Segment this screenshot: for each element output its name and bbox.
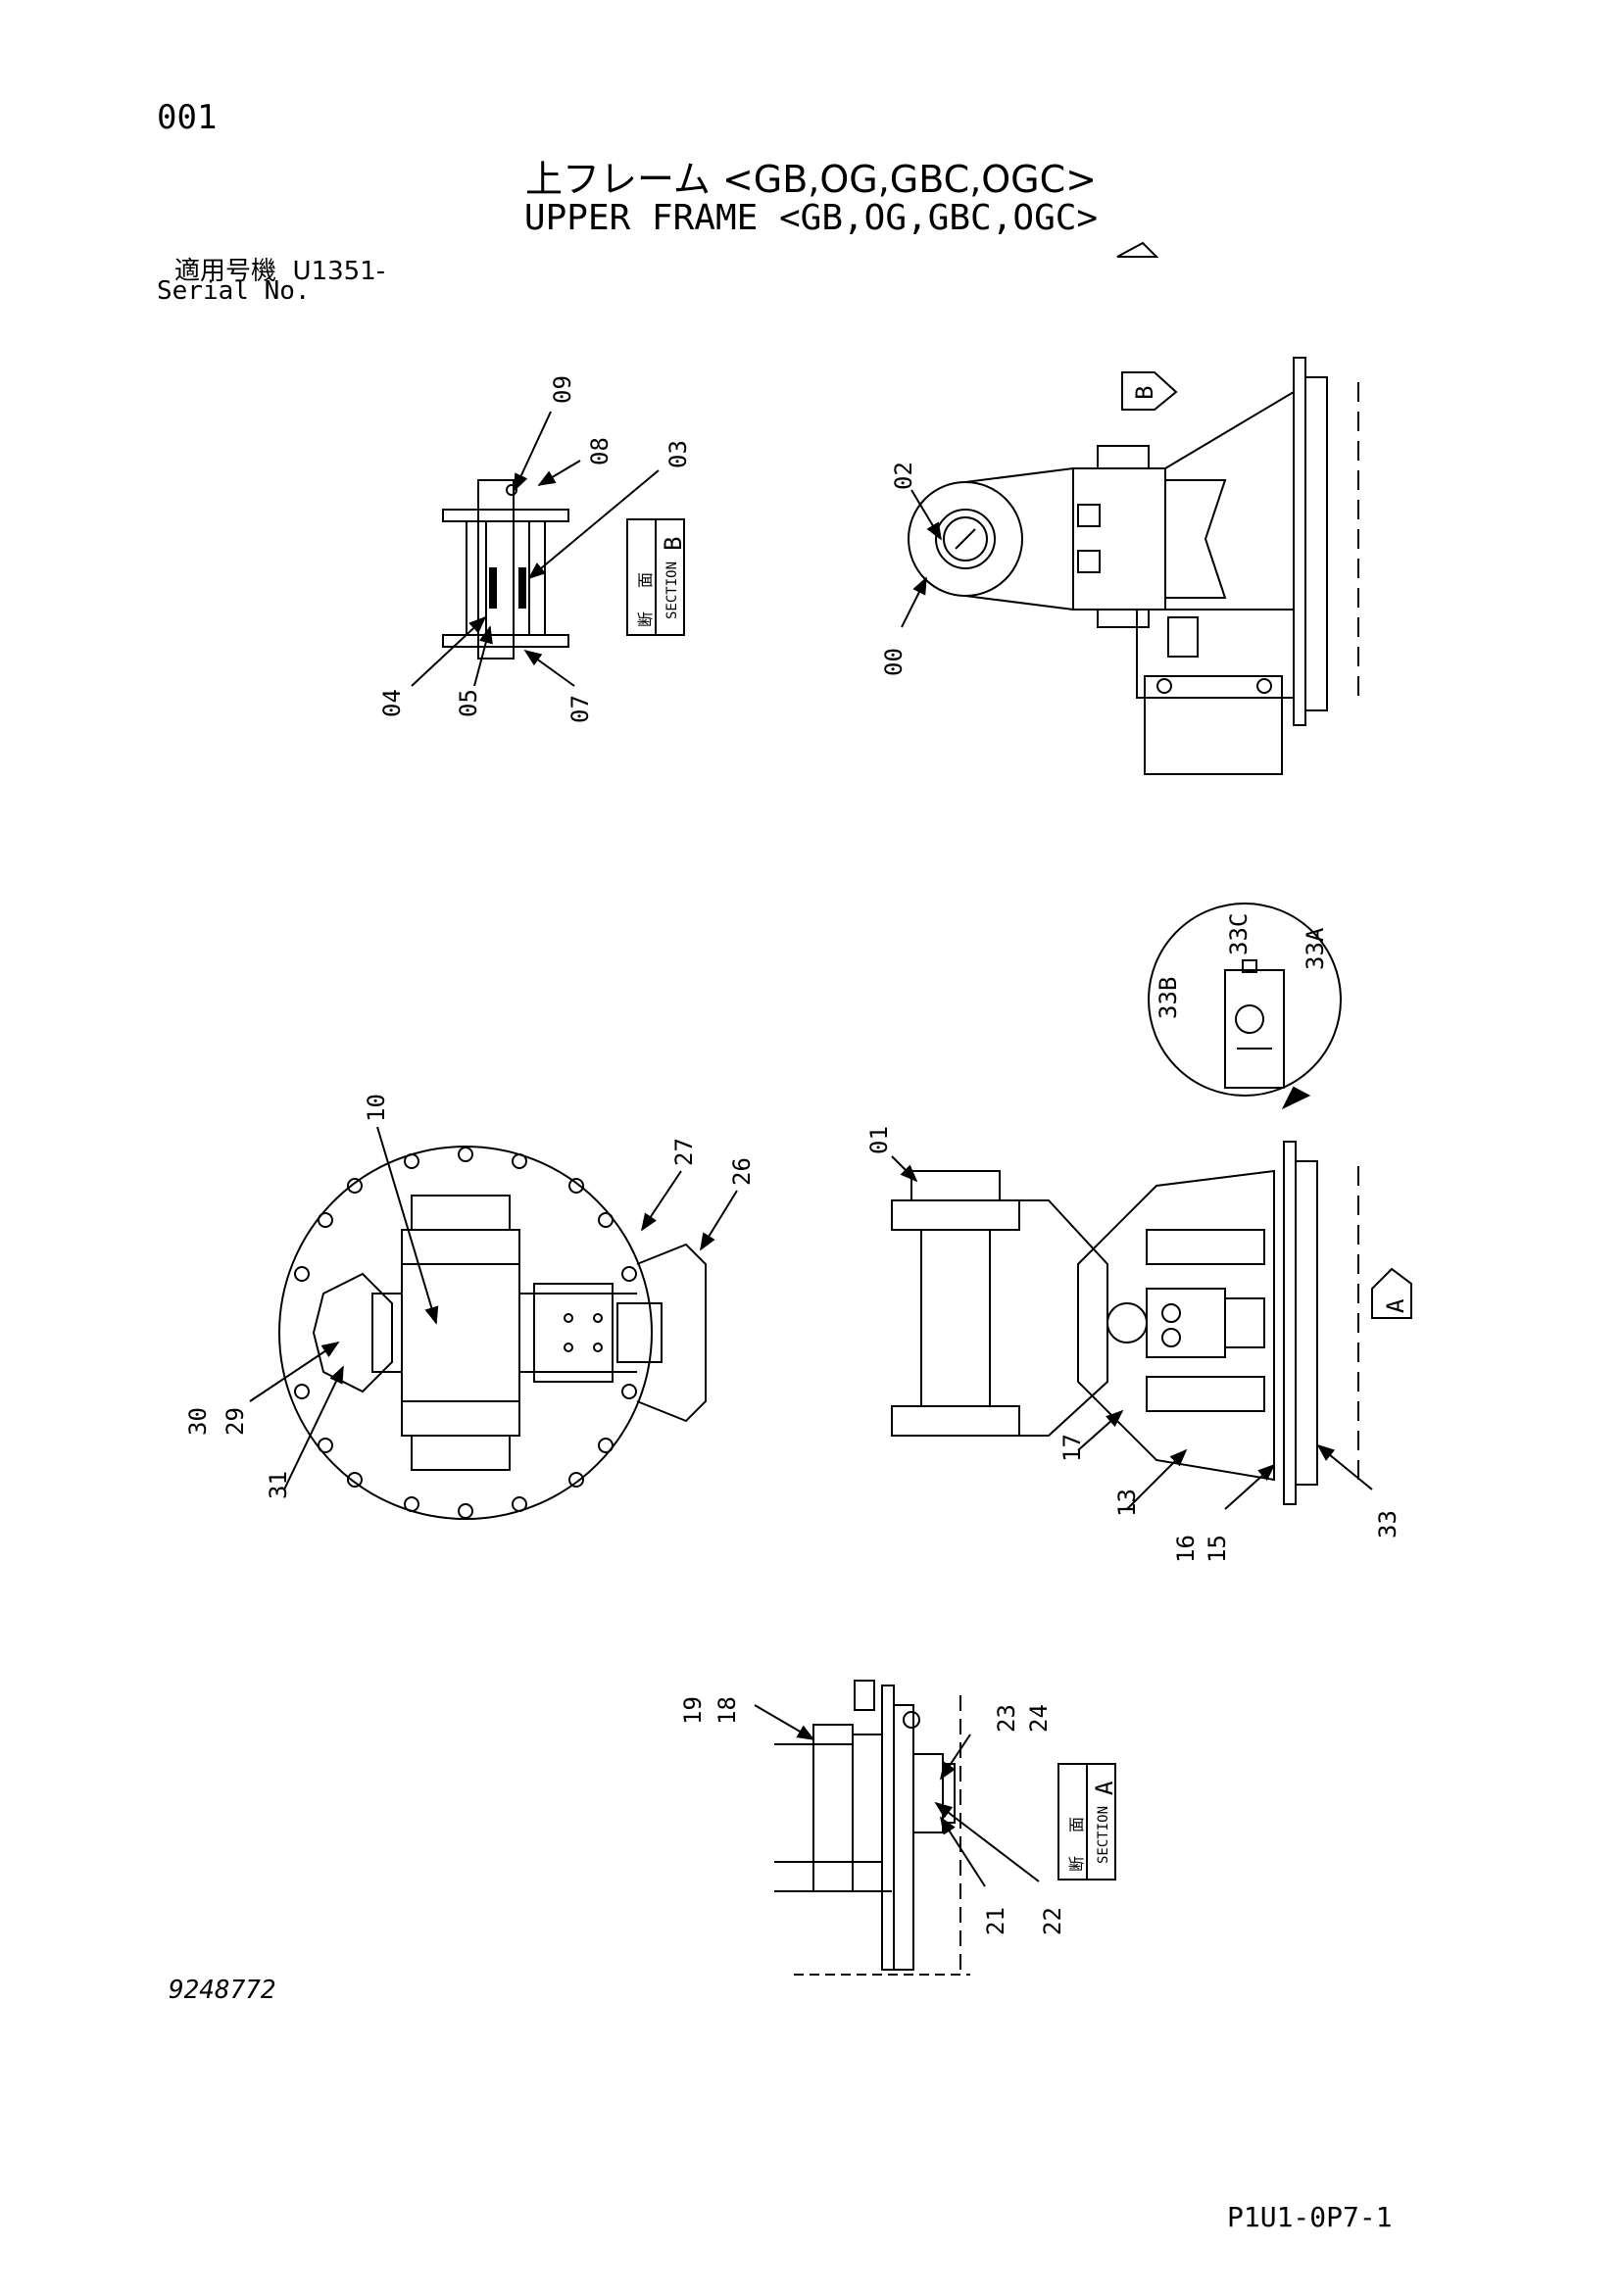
callout-33c: 33C (1225, 913, 1253, 955)
callout-26: 26 (728, 1157, 756, 1186)
callout-04: 04 (378, 689, 406, 717)
view-b-letter: B (1131, 386, 1158, 400)
callout-18: 18 (713, 1696, 741, 1725)
section-letter-b: B (660, 537, 687, 551)
callouts-side-view-mid: 01 17 13 16 15 33 (865, 1126, 1401, 1563)
callout-02: 02 (890, 462, 917, 490)
plan-view (278, 1146, 707, 1520)
serial-line: 適用号機 U1351- (174, 251, 385, 287)
callout-24: 24 (1025, 1704, 1053, 1733)
callout-29: 29 (221, 1407, 249, 1436)
callout-21: 21 (982, 1907, 1009, 1935)
callouts-plan-view: 10 27 26 30 29 31 (184, 1094, 756, 1499)
callout-15: 15 (1204, 1535, 1231, 1563)
section-jp-2-a: 面 (1067, 1817, 1086, 1832)
callout-10: 10 (363, 1094, 390, 1122)
callout-07: 07 (566, 695, 594, 723)
section-jp-1-a: 断 (1067, 1856, 1086, 1872)
callout-01: 01 (865, 1126, 893, 1154)
page-code: P1U1-0P7-1 (1227, 2201, 1393, 2233)
view-b-arrow: B (1121, 371, 1178, 411)
callout-09: 09 (549, 375, 576, 404)
section-a-view (774, 1680, 970, 1976)
title-japanese: 上フレーム <GB,OG,GBC,OGC> (525, 158, 1097, 201)
callouts-detail: 33B 33C 33A (1155, 913, 1329, 1019)
callout-16: 16 (1172, 1535, 1200, 1563)
section-word-a: SECTION (1096, 1806, 1111, 1864)
section-jp-1: 断 (636, 611, 655, 627)
callout-31: 31 (265, 1471, 292, 1499)
section-letter-a: A (1091, 1781, 1118, 1795)
page-number: 001 (157, 98, 218, 137)
callout-05: 05 (455, 689, 482, 717)
callout-17: 17 (1058, 1434, 1086, 1462)
view-a-arrow: A (1371, 1267, 1412, 1319)
callouts-section-a: 19 18 23 24 21 22 (679, 1696, 1066, 1935)
callout-33: 33 (1374, 1510, 1401, 1539)
serial-label-en: Serial No. (157, 276, 311, 306)
section-jp-2: 面 (636, 572, 655, 588)
callout-08: 08 (586, 437, 614, 465)
callout-22: 22 (1039, 1907, 1066, 1935)
callout-13: 13 (1113, 1489, 1141, 1517)
callouts-section-b: 09 08 03 04 05 07 (378, 375, 692, 723)
section-b-view (442, 479, 569, 659)
serial-value: U1351- (292, 257, 386, 286)
callout-19: 19 (679, 1696, 707, 1725)
side-view-top (908, 241, 1359, 775)
serial-label-jp: 適用号機 (174, 257, 277, 286)
section-word: SECTION (664, 562, 680, 619)
section-a-label: SECTION A 断 面 (1057, 1763, 1118, 1881)
view-a-letter: A (1382, 1298, 1409, 1313)
callout-33a: 33A (1302, 927, 1329, 970)
document-number: 9248772 (169, 1976, 276, 2005)
callout-23: 23 (993, 1704, 1020, 1733)
callouts-side-view-top: 02 00 (880, 462, 942, 676)
title-english: UPPER FRAME <GB,OG,GBC,OGC> (523, 198, 1099, 238)
flange-bolt-holes (294, 1147, 637, 1519)
callout-30: 30 (184, 1407, 212, 1436)
callout-00: 00 (880, 648, 908, 676)
detail-circle (1148, 903, 1342, 1110)
callout-27: 27 (670, 1138, 698, 1166)
side-view-mid (891, 1141, 1359, 1505)
section-b-label: SECTION B 断 面 (626, 518, 687, 636)
callout-03: 03 (664, 440, 692, 468)
callout-33b: 33B (1155, 977, 1182, 1019)
